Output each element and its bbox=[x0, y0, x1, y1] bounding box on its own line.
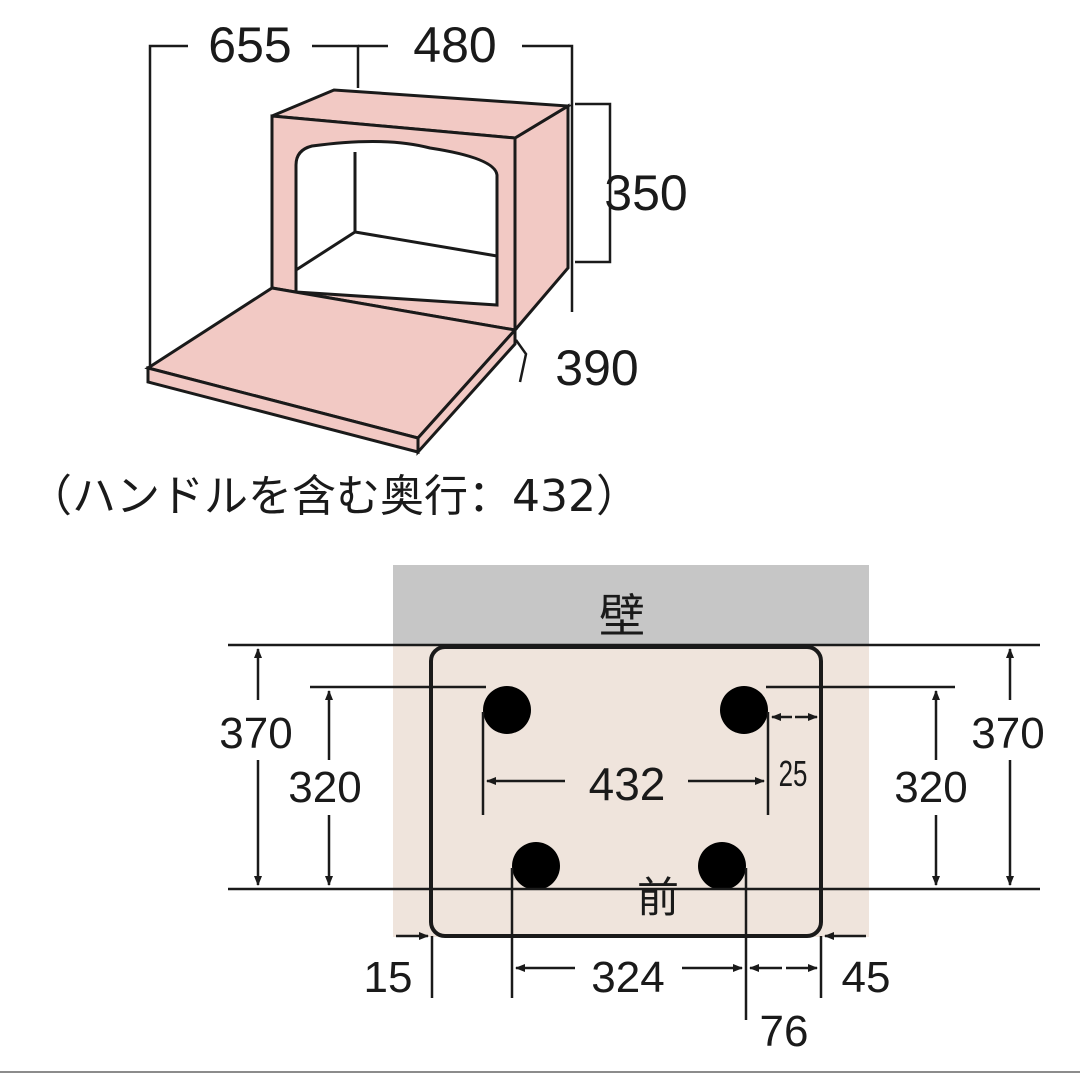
wall-band bbox=[393, 565, 869, 645]
back-foot-inset-label: 25 bbox=[779, 754, 808, 794]
total-depth-label: 655 bbox=[208, 17, 291, 73]
right-depth-label: 370 bbox=[971, 709, 1044, 758]
wall-label: 壁 bbox=[599, 589, 645, 643]
front-label: 前 bbox=[637, 873, 679, 922]
oven-cavity-lines bbox=[295, 152, 498, 272]
right-offset-label: 45 bbox=[842, 953, 891, 1002]
left-offset-label: 15 bbox=[364, 953, 413, 1002]
footprint-dimension-lines bbox=[228, 643, 1040, 1020]
oven-door-side-edge bbox=[416, 326, 517, 456]
height-dim-line bbox=[575, 102, 612, 264]
depth-label: 390 bbox=[555, 340, 638, 396]
handle-depth-note: （ハンドルを含む奥行：432） bbox=[28, 471, 640, 522]
back-foot-spacing-label: 432 bbox=[589, 758, 666, 810]
oven-side-panel bbox=[513, 103, 570, 335]
oven-window bbox=[294, 139, 499, 307]
foot-back-right bbox=[720, 686, 768, 734]
oven-illustration bbox=[144, 88, 573, 456]
foot-back-left bbox=[483, 686, 531, 734]
right-foot-span-label: 320 bbox=[894, 763, 967, 812]
left-depth-label: 370 bbox=[219, 709, 292, 758]
oven-footprint bbox=[429, 645, 823, 938]
front-foot-spacing-label: 324 bbox=[591, 953, 664, 1002]
oven-dimension-lines bbox=[148, 44, 612, 383]
depth-dim-line bbox=[514, 339, 528, 383]
width-dim-line bbox=[358, 44, 574, 312]
foot-front-right bbox=[698, 842, 746, 890]
front-right-inset-label: 76 bbox=[760, 1007, 809, 1056]
height-label: 350 bbox=[604, 165, 687, 221]
left-foot-span-label: 320 bbox=[288, 763, 361, 812]
width-label: 480 bbox=[413, 17, 496, 73]
foot-front-left bbox=[512, 842, 560, 890]
